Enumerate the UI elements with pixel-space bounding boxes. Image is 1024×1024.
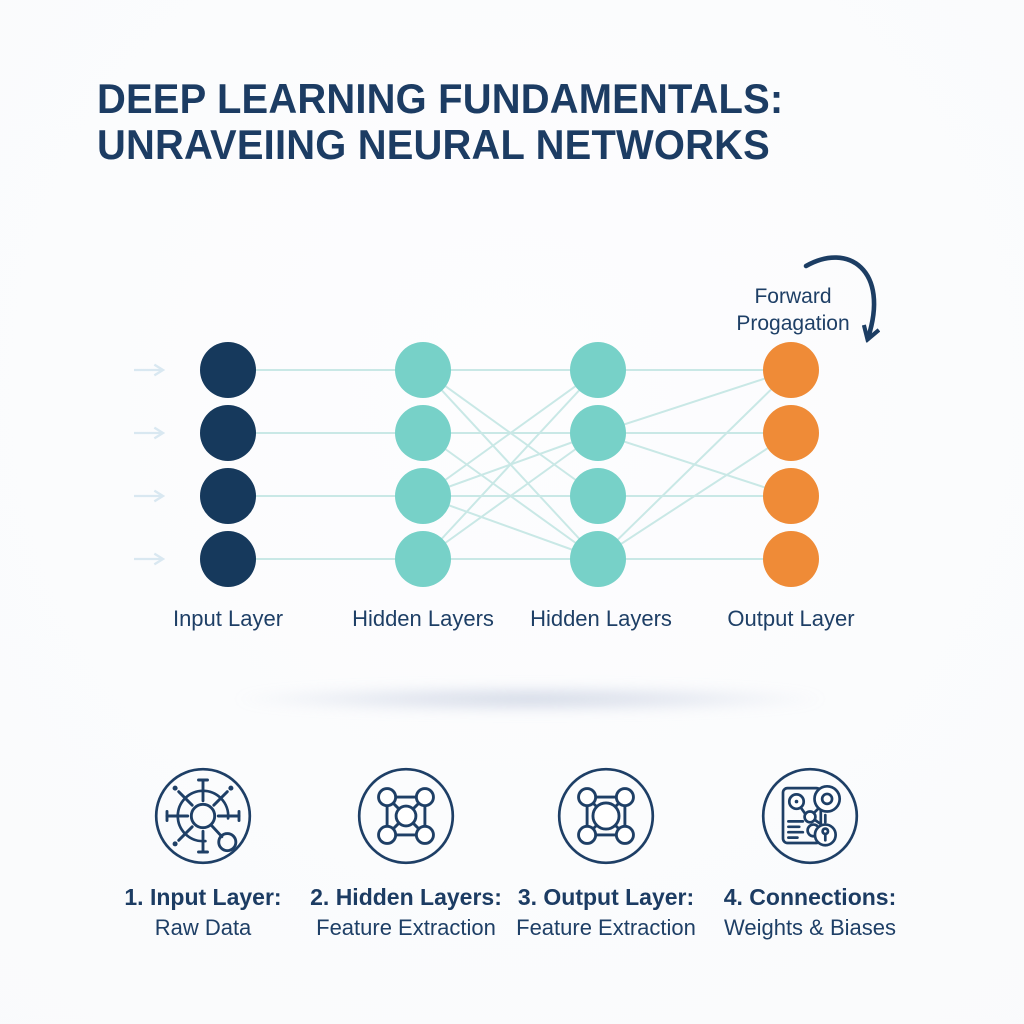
- input-layer-nodes: [200, 342, 256, 587]
- page-title: DEEP LEARNING FUNDAMENTALS: UNRAVEIING N…: [97, 76, 783, 168]
- input-node: [200, 342, 256, 398]
- connection: [422, 432, 599, 560]
- connection: [422, 369, 599, 497]
- legend-title: 3. Output Layer:: [517, 884, 695, 910]
- legend-item-input-layer: 1. Input Layer: Raw Data: [83, 762, 323, 941]
- legend-item-hidden-layers: 2. Hidden Layers: Feature Extraction: [286, 762, 526, 941]
- hidden-node: [570, 342, 626, 398]
- label-input-layer: Input Layer: [172, 606, 284, 631]
- page-title-line2: UNRAVEIING NEURAL NETWORKS: [97, 121, 770, 168]
- connection: [597, 369, 792, 434]
- hidden-node: [395, 468, 451, 524]
- output-node: [763, 468, 819, 524]
- hidden-node: [570, 468, 626, 524]
- legend-subtitle: Feature Extraction: [516, 915, 696, 940]
- connection: [422, 369, 599, 560]
- page-title-line1: DEEP LEARNING FUNDAMENTALS:: [97, 75, 784, 122]
- input-node: [200, 405, 256, 461]
- hidden-node: [395, 531, 451, 587]
- legend-item-output-layer: 3. Output Layer: Feature Extraction: [486, 762, 726, 941]
- legend-title: 4. Connections:: [723, 884, 897, 910]
- legend-title: 2. Hidden Layers:: [310, 884, 502, 910]
- hidden-node: [570, 405, 626, 461]
- network-mesh-icon: [352, 762, 460, 870]
- output-node: [763, 405, 819, 461]
- output-node: [763, 531, 819, 587]
- output-layer-nodes: [763, 342, 819, 587]
- legend-title: 1. Input Layer:: [124, 884, 282, 910]
- hidden-node: [395, 405, 451, 461]
- input-node: [200, 468, 256, 524]
- label-hidden-layers-2: Hidden Layers: [530, 606, 672, 631]
- forward-propagation-arrow-icon: [803, 255, 874, 338]
- connection: [422, 495, 599, 560]
- legend-subtitle: Feature Extraction: [316, 915, 496, 940]
- hidden-node: [570, 531, 626, 587]
- forward-propagation-label-line1: Forward: [754, 285, 832, 308]
- raw-data-hub-icon: [149, 762, 257, 870]
- hidden-node: [395, 342, 451, 398]
- connection: [597, 432, 792, 497]
- forward-propagation-label-line2: Progagation: [736, 312, 850, 335]
- floor-shadow: [235, 686, 825, 712]
- input-node: [200, 531, 256, 587]
- legend-subtitle: Weights & Biases: [723, 915, 896, 940]
- connection-lines: [228, 369, 792, 560]
- network-output-icon: [552, 762, 660, 870]
- forward-propagation-label: Forward Progagation: [736, 283, 849, 337]
- label-hidden-layers-1: Hidden Layers: [352, 606, 494, 631]
- label-output-layer: Output Layer: [727, 606, 855, 631]
- hidden-layer-nodes: [395, 342, 626, 587]
- legend-item-connections: 4. Connections: Weights & Biases: [690, 762, 930, 941]
- output-node: [763, 342, 819, 398]
- input-arrows: [134, 370, 163, 559]
- legend-subtitle: Raw Data: [154, 915, 252, 940]
- weights-document-icon: [756, 762, 864, 870]
